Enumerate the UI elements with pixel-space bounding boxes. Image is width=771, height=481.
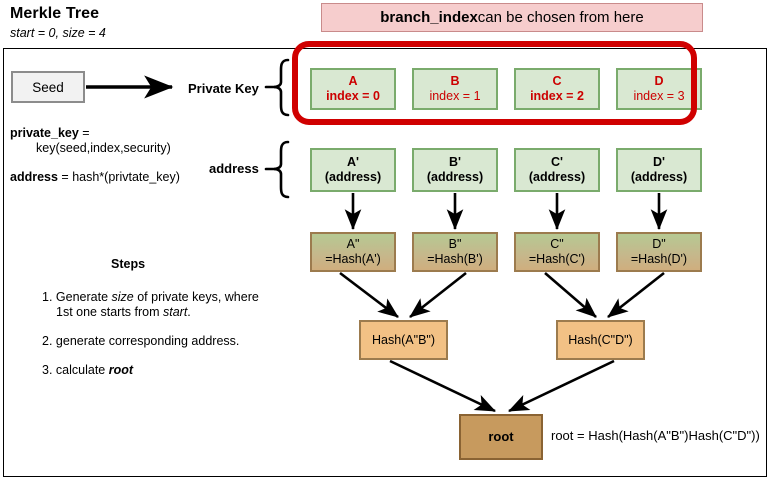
root-equation: root = Hash(Hash(A"B")Hash(C"D")): [551, 428, 760, 443]
node-title: D": [652, 237, 666, 252]
address-node-b[interactable]: B' (address): [412, 148, 498, 192]
step-3-emph: root: [108, 363, 134, 377]
node-title: B: [450, 74, 460, 89]
node-title: C': [551, 155, 563, 170]
step-1-line2-emph: start: [162, 305, 188, 319]
page-subtitle: start = 0, size = 4: [10, 26, 106, 40]
node-title: A": [346, 237, 360, 252]
hash-node-a[interactable]: A" =Hash(A'): [310, 232, 396, 272]
node-title: root: [488, 429, 514, 445]
node-title: C": [550, 237, 564, 252]
private-key-node-c[interactable]: C index = 2: [514, 68, 600, 110]
brace-label-private-key: Private Key: [188, 81, 259, 96]
root-node[interactable]: root: [459, 414, 543, 460]
step-2: 2. generate corresponding address.: [42, 334, 239, 348]
node-sub: (address): [630, 170, 688, 184]
address-formula: address = hash*(privtate_key): [10, 170, 180, 184]
step-3: 3. calculate root: [42, 363, 133, 377]
node-sub: (address): [426, 170, 484, 184]
node-title: B": [448, 237, 462, 252]
private-key-formula-line2: key(seed,index,security): [36, 141, 171, 155]
hash-ab-node[interactable]: Hash(A"B"): [359, 320, 448, 360]
address-node-a[interactable]: A' (address): [310, 148, 396, 192]
node-index: index = 2: [530, 89, 584, 103]
hash-node-b[interactable]: B" =Hash(B'): [412, 232, 498, 272]
node-title: A': [347, 155, 359, 170]
seed-box: Seed: [11, 71, 85, 103]
step-1-text-a: Generate: [55, 290, 112, 304]
node-index: index = 1: [429, 89, 481, 103]
callout-keyword: branch_index: [380, 9, 478, 26]
hash-node-c[interactable]: C" =Hash(C'): [514, 232, 600, 272]
address-node-c[interactable]: C' (address): [514, 148, 600, 192]
address-rhs: = hash*(privtate_key): [57, 170, 180, 184]
node-sub: =Hash(B'): [427, 252, 483, 266]
node-title: Hash(C"D"): [568, 332, 633, 347]
step-1-line-2: 1st one starts from start.: [56, 305, 191, 319]
step-1-number: 1.: [42, 290, 53, 304]
diagram-frame: [3, 48, 767, 477]
node-title: A: [348, 74, 358, 89]
node-title: B': [449, 155, 461, 170]
node-title: C: [552, 74, 562, 89]
step-1-line2-a: 1st one starts from: [56, 305, 163, 319]
node-sub: =Hash(D'): [630, 252, 688, 266]
branch-index-callout: branch_index can be chosen from here: [321, 3, 703, 32]
steps-heading: Steps: [111, 257, 146, 271]
address-term: address: [10, 170, 58, 184]
seed-label: Seed: [32, 79, 64, 95]
branch-index-highlight-box: [292, 41, 697, 125]
address-node-d[interactable]: D' (address): [616, 148, 702, 192]
step-1-line-1: 1. Generate size of private keys, where: [42, 290, 259, 304]
private-key-formula-line1: private_key =: [10, 126, 90, 140]
private-key-node-a[interactable]: A index = 0: [310, 68, 396, 110]
hash-cd-node[interactable]: Hash(C"D"): [556, 320, 645, 360]
private-key-node-b[interactable]: B index = 1: [412, 68, 498, 110]
brace-label-address: address: [209, 161, 259, 176]
callout-text: can be chosen from here: [477, 9, 644, 26]
node-sub: =Hash(A'): [325, 252, 381, 266]
step-1-text-b: of private keys, where: [133, 290, 259, 304]
node-title: D: [654, 74, 664, 89]
private-key-rhs: key(seed,index,security): [36, 141, 171, 155]
private-key-eq: =: [78, 126, 90, 140]
node-sub: =Hash(C'): [528, 252, 586, 266]
step-1-line2-b: .: [187, 305, 191, 319]
step-3-text: calculate: [55, 363, 109, 377]
page-title: Merkle Tree: [10, 5, 100, 22]
step-2-text: generate corresponding address.: [55, 334, 240, 348]
node-sub: (address): [324, 170, 382, 184]
node-index: index = 0: [326, 89, 380, 103]
step-3-number: 3.: [42, 363, 53, 377]
node-sub: (address): [528, 170, 586, 184]
step-1-emph: size: [111, 290, 134, 304]
hash-node-d[interactable]: D" =Hash(D'): [616, 232, 702, 272]
node-index: index = 3: [633, 89, 685, 103]
private-key-term: private_key: [10, 126, 79, 140]
node-title: Hash(A"B"): [371, 332, 436, 347]
node-title: D': [653, 155, 665, 170]
private-key-node-d[interactable]: D index = 3: [616, 68, 702, 110]
step-2-number: 2.: [42, 334, 53, 348]
